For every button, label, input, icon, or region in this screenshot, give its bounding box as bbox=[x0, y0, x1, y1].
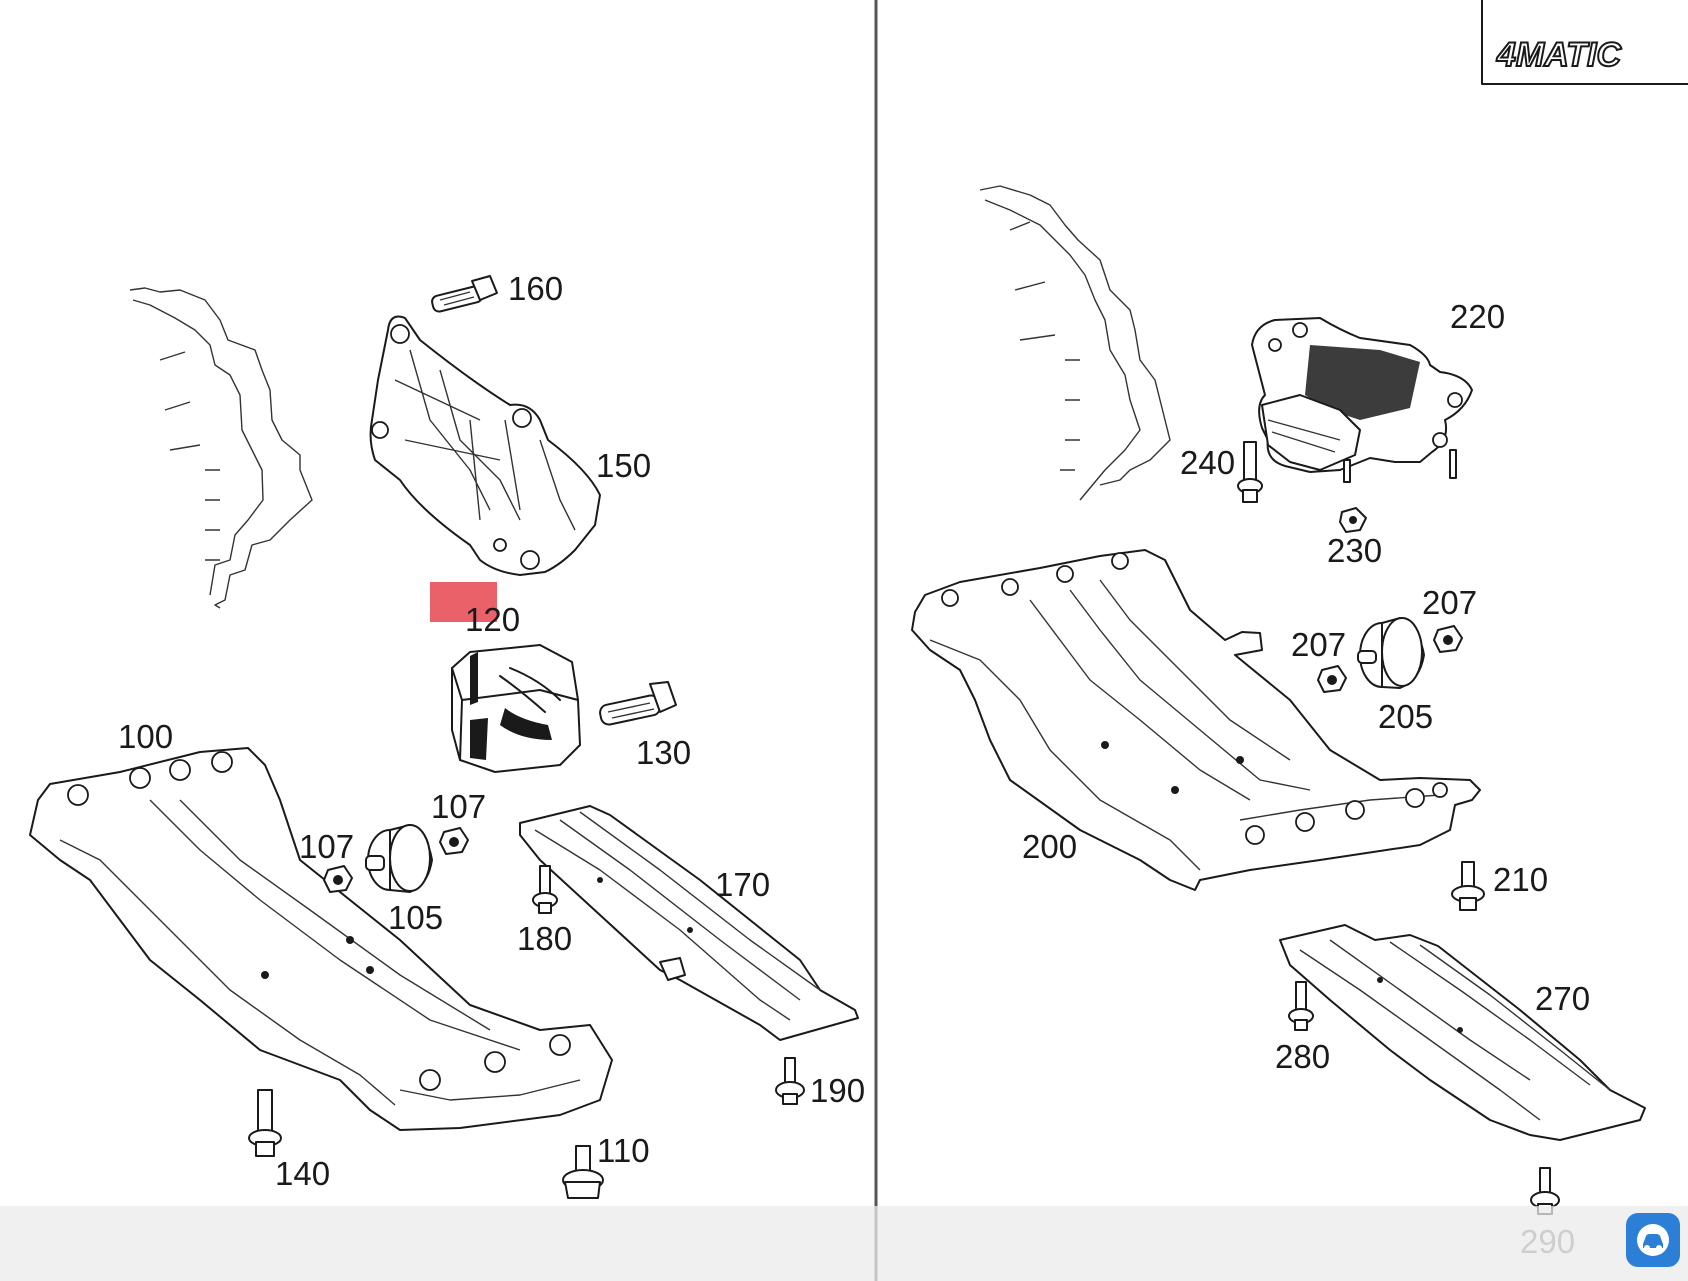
label-220: 220 bbox=[1450, 298, 1505, 335]
car-app-icon[interactable] bbox=[1626, 1213, 1680, 1267]
transmission-housing-left bbox=[129, 287, 313, 609]
label-130: 130 bbox=[636, 734, 691, 771]
label-290: 290 bbox=[1520, 1223, 1575, 1260]
part-110-bolt bbox=[562, 1145, 604, 1199]
part-105-mount bbox=[365, 824, 433, 893]
part-207-nut-a bbox=[1317, 665, 1347, 693]
label-230: 230 bbox=[1327, 532, 1382, 569]
highlight-marker bbox=[430, 582, 497, 622]
part-270-rail bbox=[1279, 924, 1646, 1141]
part-220-mount bbox=[1251, 317, 1473, 483]
part-107-nut-a bbox=[323, 865, 353, 893]
part-290-bolt bbox=[1530, 1167, 1560, 1215]
label-205: 205 bbox=[1378, 698, 1433, 735]
part-190-bolt bbox=[775, 1057, 805, 1105]
label-180: 180 bbox=[517, 920, 572, 957]
label-190: 190 bbox=[810, 1072, 865, 1109]
label-207-a: 207 bbox=[1291, 626, 1346, 663]
part-200-crossmember bbox=[911, 549, 1481, 891]
part-205-mount bbox=[1357, 617, 1425, 689]
label-105: 105 bbox=[388, 899, 443, 936]
part-100-crossmember bbox=[29, 747, 613, 1131]
part-120-mount bbox=[451, 644, 581, 773]
label-107-a: 107 bbox=[299, 828, 354, 865]
part-207-nut-b bbox=[1433, 625, 1463, 653]
label-207-b: 207 bbox=[1422, 584, 1477, 621]
car-icon bbox=[1637, 1224, 1669, 1256]
part-170-rail bbox=[519, 805, 859, 1041]
part-210-bolt bbox=[1451, 861, 1485, 911]
part-150-bracket bbox=[369, 315, 601, 576]
label-280: 280 bbox=[1275, 1038, 1330, 1075]
label-240: 240 bbox=[1180, 444, 1235, 481]
label-140: 140 bbox=[275, 1155, 330, 1192]
label-200: 200 bbox=[1022, 828, 1077, 865]
label-120: 120 bbox=[465, 601, 520, 638]
part-230-nut bbox=[1339, 507, 1367, 533]
part-107-nut-b bbox=[439, 827, 469, 855]
transmission-housing-right bbox=[979, 185, 1171, 501]
label-107-b: 107 bbox=[431, 788, 486, 825]
part-140-bolt bbox=[248, 1089, 282, 1157]
part-180-bolt bbox=[532, 865, 558, 914]
label-110: 110 bbox=[597, 1132, 650, 1169]
label-210: 210 bbox=[1493, 861, 1548, 898]
label-170: 170 bbox=[715, 866, 770, 903]
part-160-bolt bbox=[431, 275, 498, 313]
brand-badge: 4MATIC bbox=[1481, 0, 1688, 85]
labels-left: 160 150 120 130 100 107 107 105 180 170 … bbox=[118, 270, 865, 1192]
brand-mark-text: 4MATIC bbox=[1496, 36, 1621, 74]
part-240-bolt bbox=[1237, 441, 1263, 503]
part-280-bolt bbox=[1288, 981, 1314, 1031]
label-160: 160 bbox=[508, 270, 563, 307]
label-270: 270 bbox=[1535, 980, 1590, 1017]
label-100: 100 bbox=[118, 718, 173, 755]
part-130-bolt bbox=[599, 681, 677, 726]
label-150: 150 bbox=[596, 447, 651, 484]
